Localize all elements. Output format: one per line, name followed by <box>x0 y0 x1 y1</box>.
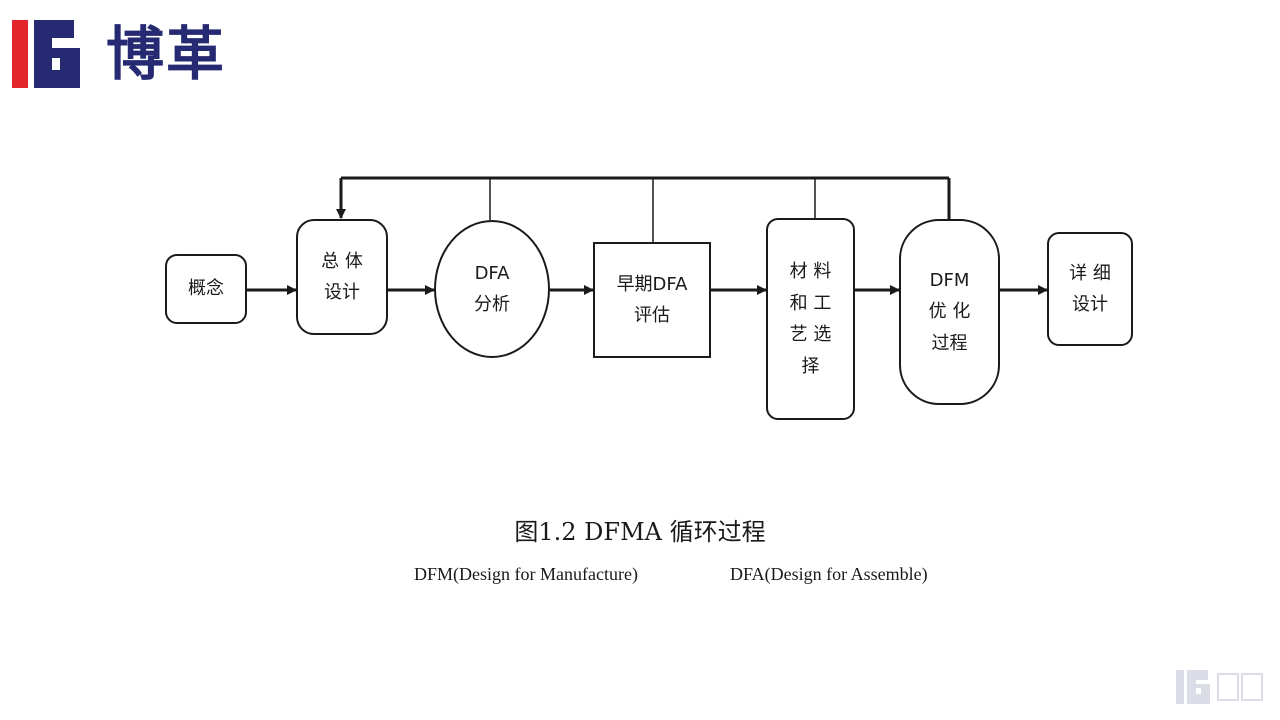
node-early-dfa-evaluation: 早期DFA 评估 <box>593 242 711 358</box>
brand-logo: 博革 <box>12 14 226 94</box>
brand-name: 博革 <box>106 20 227 88</box>
watermark-logo-icon <box>1176 670 1263 704</box>
figure-caption: 图1.2 DFMA 循环过程 <box>514 518 766 546</box>
dfa-definition: DFA(Design for Assemble) <box>730 564 928 584</box>
node-material-process-selection: 材 料 和 工 艺 选 择 <box>766 218 855 420</box>
node-dfa-analysis: DFA 分析 <box>434 220 550 358</box>
node-overall-design: 总 体 设计 <box>296 219 388 335</box>
node-detail-design: 详 细 设计 <box>1047 232 1133 346</box>
node-concept: 概念 <box>165 254 247 324</box>
node-dfm-optimization: DFM 优 化 过程 <box>899 219 1000 405</box>
dfm-definition: DFM(Design for Manufacture) <box>414 564 638 584</box>
logo-mark-icon <box>12 20 80 88</box>
